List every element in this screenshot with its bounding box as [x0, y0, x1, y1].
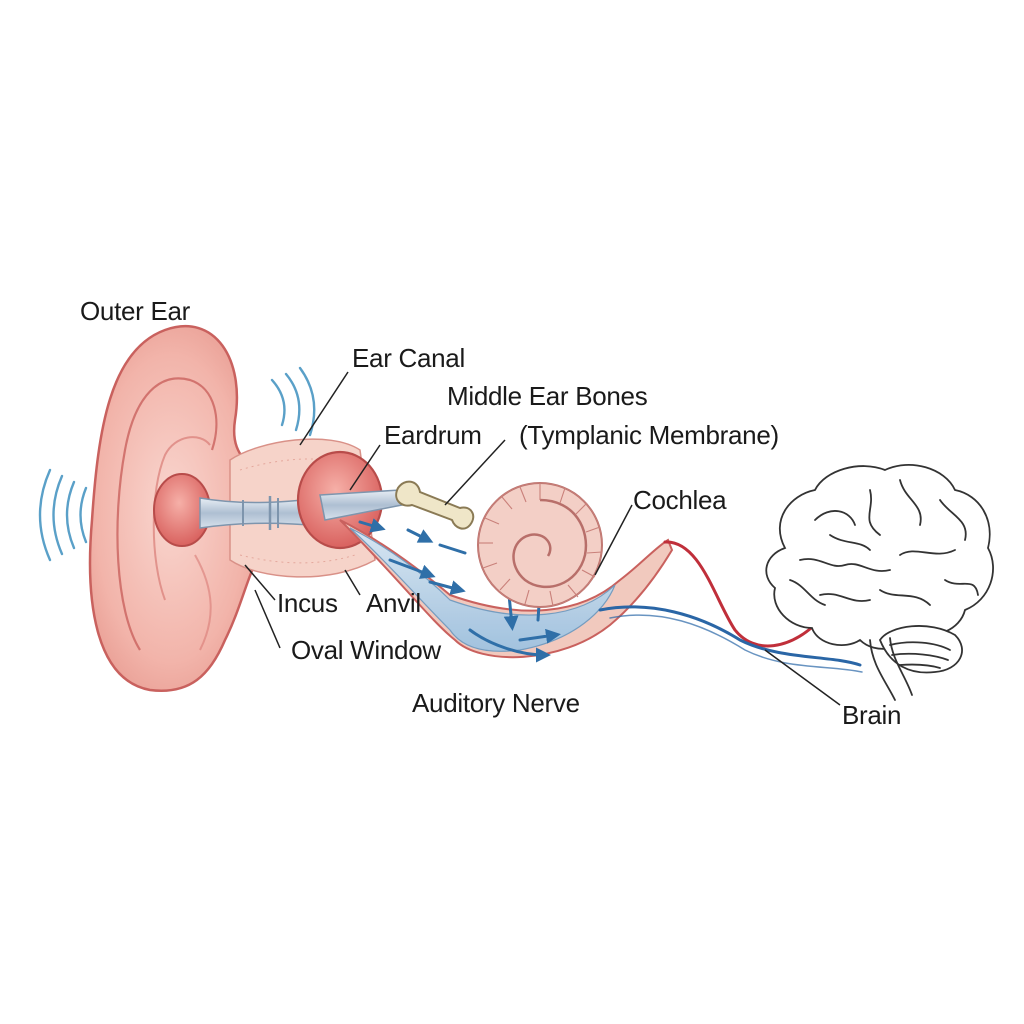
label-auditory-nerve: Auditory Nerve	[412, 688, 580, 718]
middle-ear-bones	[395, 480, 475, 530]
label-brain: Brain	[842, 700, 902, 730]
label-outer-ear: Outer Ear	[80, 296, 191, 326]
label-eardrum: Eardrum	[384, 420, 482, 450]
label-middle-ear-bones: Middle Ear Bones	[447, 381, 648, 411]
fluid-flow-arrows	[358, 518, 561, 663]
leader-lines	[244, 371, 841, 706]
label-tymplanic-membrane: (Tymplanic Membrane)	[519, 420, 779, 450]
cochlea-chamber	[339, 519, 674, 659]
auditory-nerve	[598, 540, 863, 673]
label-incus: Incus	[277, 588, 338, 618]
label-anvil: Anvil	[366, 588, 421, 618]
label-cochlea: Cochlea	[633, 485, 727, 515]
label-ear-canal: Ear Canal	[352, 343, 465, 373]
label-oval-window: Oval Window	[291, 635, 441, 665]
brain	[765, 463, 994, 701]
cochlea	[477, 482, 603, 608]
